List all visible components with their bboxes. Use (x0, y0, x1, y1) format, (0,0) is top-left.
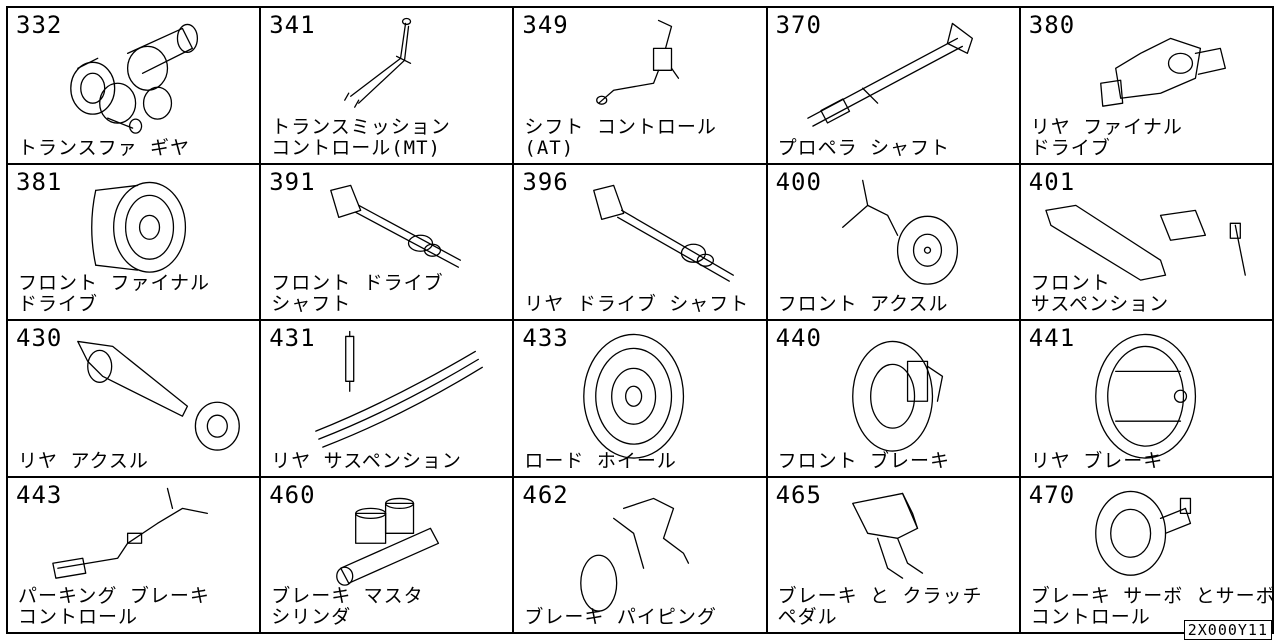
category-name: フロント ファイナル ドライブ (18, 272, 211, 315)
rear-final-drive-icon (1099, 37, 1226, 107)
category-code: 332 (16, 11, 63, 39)
category-name: ブレーキ マスタ シリンダ (271, 585, 424, 628)
category-code: 391 (269, 167, 316, 196)
category-cell-430[interactable]: 430 リヤ アクスル (8, 321, 262, 478)
brake-clutch-pedal-icon (851, 492, 923, 579)
category-cell-465[interactable]: 465 ブレーキ と クラッチ ペダル (767, 477, 1021, 634)
category-code: 341 (269, 11, 316, 39)
category-name: フロント アクスル (777, 293, 949, 315)
parts-category-grid: 332 トランスファ ギヤ 341 トランスミッション コントロール(MT) 3… (6, 6, 1274, 634)
category-cell-349[interactable]: 349 シフト コントロール (AT) (514, 8, 768, 165)
front-suspension-icon (1045, 204, 1246, 281)
category-cell-440[interactable]: 440 フロント ブレーキ (767, 321, 1021, 478)
rear-brake-icon (1094, 333, 1196, 459)
category-name: ブレーキ と クラッチ ペダル (777, 585, 983, 628)
category-cell-443[interactable]: 443 パーキング ブレーキ コントロール (8, 477, 262, 634)
rear-axle-icon (77, 340, 240, 451)
category-name: リヤ ブレーキ (1030, 449, 1164, 472)
brake-master-cylinder-icon (336, 497, 440, 586)
category-cell-332[interactable]: 332 トランスファ ギヤ (8, 8, 262, 165)
category-name: パーキング ブレーキ コントロール (18, 585, 210, 628)
category-cell-400[interactable]: 400 フロント アクスル (767, 164, 1021, 321)
category-cell-460[interactable]: 460 ブレーキ マスタ シリンダ (261, 477, 515, 634)
category-cell-370[interactable]: 370 プロペラ シャフト (767, 8, 1021, 165)
category-code: 443 (16, 480, 63, 509)
category-name: リヤ ドライブ シャフト (524, 293, 750, 315)
category-name: リヤ サスペンション (271, 449, 462, 472)
category-name: ロード ホイール (524, 449, 677, 472)
category-name: シフト コントロール (AT) (524, 115, 717, 159)
category-code: 400 (775, 167, 822, 196)
propeller-shaft-icon (806, 22, 973, 127)
document-code: 2X000Y11 (1183, 620, 1272, 640)
category-cell-380[interactable]: 380 リヤ ファイナル ドライブ (1020, 8, 1274, 165)
category-code: 441 (1028, 324, 1076, 352)
category-name: ブレーキ サーボ とサーボ コントロール (1030, 585, 1274, 628)
category-code: 433 (522, 324, 569, 352)
category-code: 380 (1028, 11, 1076, 39)
category-code: 370 (775, 11, 822, 39)
category-cell-341[interactable]: 341 トランスミッション コントロール(MT) (261, 8, 515, 165)
category-cell-431[interactable]: 431 リヤ サスペンション (261, 321, 515, 478)
front-final-drive-icon (91, 181, 187, 273)
category-code: 396 (522, 167, 569, 196)
category-cell-470[interactable]: 470 ブレーキ サーボ とサーボ コントロール (1020, 477, 1274, 634)
category-cell-401[interactable]: 401 フロント サスペンション (1020, 164, 1274, 321)
category-name: フロント ドライブ シャフト (271, 272, 444, 315)
rear-suspension-icon (315, 330, 484, 448)
front-drive-shaft-icon (330, 184, 462, 268)
category-name: リヤ アクスル (18, 449, 149, 472)
category-code: 460 (269, 480, 316, 509)
category-name: ブレーキ パイピング (524, 606, 717, 628)
road-wheel-icon (583, 333, 685, 459)
category-cell-462[interactable]: 462 ブレーキ パイピング (514, 477, 768, 634)
category-code: 431 (269, 324, 316, 352)
category-code: 401 (1028, 167, 1076, 196)
transfer-gear-icon (70, 23, 199, 134)
category-name: フロント ブレーキ (777, 449, 951, 472)
category-code: 440 (775, 324, 822, 352)
category-name: プロペラ シャフト (777, 136, 951, 159)
category-cell-391[interactable]: 391 フロント ドライブ シャフト (261, 164, 515, 321)
category-cell-433[interactable]: 433 ロード ホイール (514, 321, 768, 478)
shift-control-icon (596, 19, 680, 105)
category-name: リヤ ファイナル ドライブ (1030, 115, 1183, 159)
category-name: トランスミッション コントロール(MT) (271, 115, 451, 159)
brake-servo-icon (1094, 490, 1191, 576)
category-code: 470 (1028, 480, 1076, 509)
category-code: 349 (522, 11, 569, 39)
category-code: 462 (522, 480, 569, 509)
category-cell-396[interactable]: 396 リヤ ドライブ シャフト (514, 164, 768, 321)
category-code: 430 (16, 324, 63, 352)
category-cell-381[interactable]: 381 フロント ファイナル ドライブ (8, 164, 262, 321)
rear-drive-shaft-icon (593, 184, 735, 282)
brake-piping-icon (580, 497, 690, 612)
category-name: フロント サスペンション (1030, 272, 1170, 315)
category-cell-441[interactable]: 441 リヤ ブレーキ (1020, 321, 1274, 478)
parking-brake-control-icon (52, 487, 209, 579)
transmission-control-icon (344, 17, 412, 108)
category-code: 381 (16, 167, 63, 196)
front-axle-icon (841, 179, 958, 285)
front-brake-icon (851, 340, 943, 452)
category-name: トランスファ ギヤ (18, 136, 191, 159)
category-code: 465 (775, 480, 822, 509)
